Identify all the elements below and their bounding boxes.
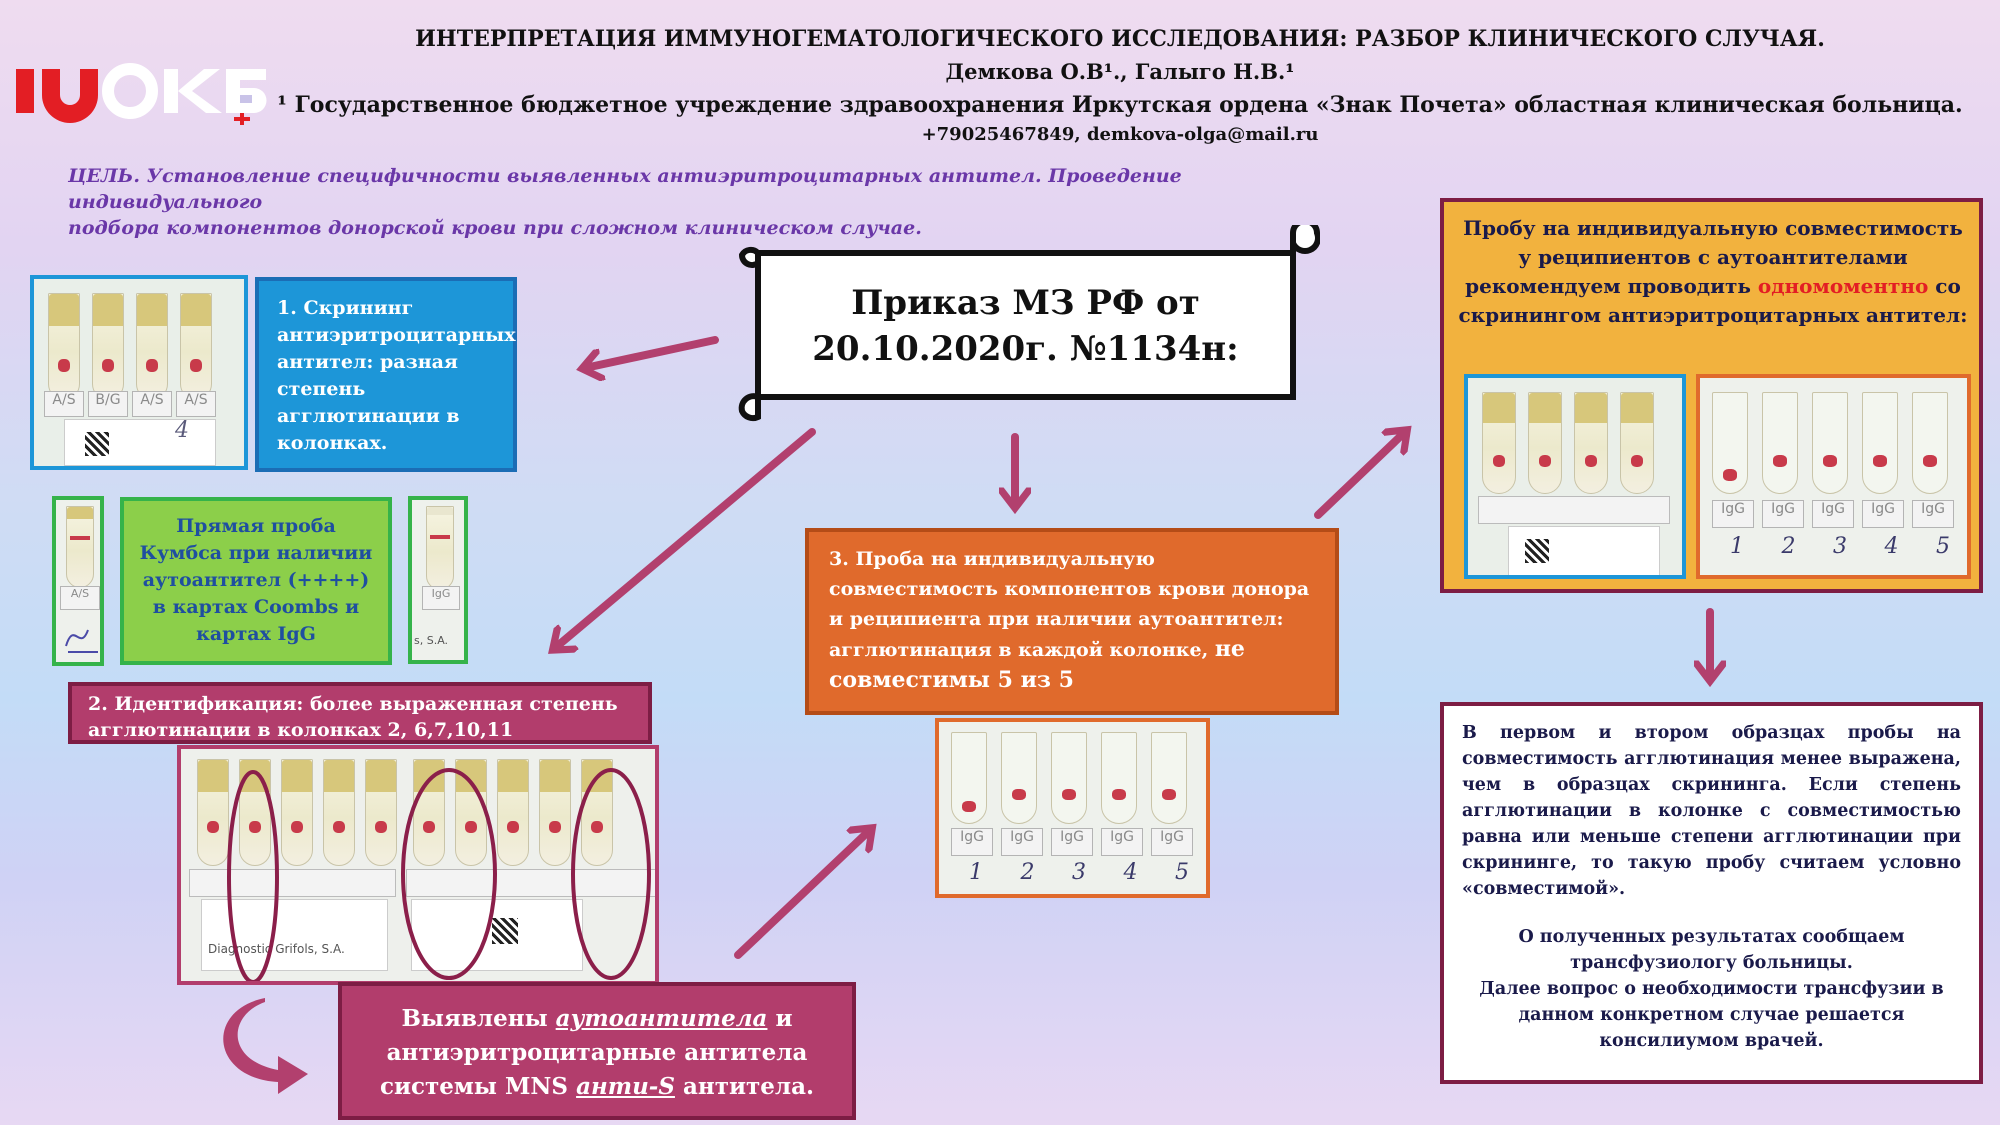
goal-label: ЦЕЛЬ.	[68, 165, 140, 187]
identification-text: 2. Идентификация: более выраженная степе…	[88, 693, 618, 741]
identification-sticker-right	[411, 899, 583, 971]
compat-igg-5: IgG	[1151, 828, 1193, 856]
barcode-icon	[1525, 539, 1549, 563]
compatibility-box: 3. Проба на индивидуальную совместимость…	[805, 528, 1339, 715]
detected-part-1: Выявлены	[401, 1005, 556, 1032]
poster-contact: +79025467849, demkova-olga@mail.ru	[921, 124, 1319, 145]
identification-box: 2. Идентификация: более выраженная степе…	[68, 682, 652, 744]
recommend-card-labels	[1478, 496, 1670, 524]
recommend-text: Пробу на индивидуальную совместимость у …	[1463, 216, 1963, 298]
recommend-igg-4: IgG	[1862, 500, 1904, 528]
arrow-to-identification-icon	[555, 428, 816, 648]
coombs-brand: s, S.A.	[414, 634, 449, 647]
detected-anti-s: анти-S	[576, 1073, 675, 1100]
detected-part-2: и антиэритроцитарные антитела системы MN…	[379, 1005, 808, 1100]
recommend-photo-screening	[1464, 374, 1686, 579]
screening-sample-number: 4	[175, 418, 189, 443]
arrow-to-recommend-icon	[1314, 432, 1405, 519]
detected-part-3: антитела.	[674, 1073, 815, 1100]
screening-label-4: A/S	[176, 391, 216, 417]
identification-photo: Diagnostic Grifols, S.A.	[177, 745, 659, 985]
coombs-text: Прямая проба Кумбса при наличии аутоанти…	[139, 515, 373, 645]
screening-card-sticker: 4	[64, 418, 216, 466]
order-line-1: Приказ МЗ РФ от	[851, 283, 1200, 323]
coombs-box: Прямая проба Кумбса при наличии аутоанти…	[120, 497, 392, 665]
recommend-igg-3: IgG	[1812, 500, 1854, 528]
identification-brand: Diagnostic Grifols, S.A.	[208, 942, 345, 956]
barcode-icon	[85, 432, 109, 456]
screening-text: 1. Скрининг антиэритроцитарных антител: …	[277, 297, 516, 454]
compat-igg-1: IgG	[951, 828, 993, 856]
recommend-igg-1: IgG	[1712, 500, 1754, 528]
coombs-label: A/S	[60, 586, 100, 610]
coombs-photo-right: IgG s, S.A.	[408, 496, 468, 664]
coombs-igg-label: IgG	[422, 586, 460, 610]
conclusion-paragraph-2: О полученных результатах сообщаем трансф…	[1518, 927, 1905, 973]
conclusion-paragraph-1: В первом и втором образцах пробы на совм…	[1462, 723, 1961, 899]
detected-autoantibodies: аутоантитела	[555, 1005, 768, 1032]
handwriting-mark-icon	[65, 629, 98, 653]
recommend-card-sticker	[1508, 526, 1660, 575]
hospital-logo	[12, 55, 282, 130]
curved-arrow-icon	[223, 998, 308, 1094]
recommend-igg-5: IgG	[1912, 500, 1954, 528]
scroll-shape-icon	[738, 225, 1320, 422]
compat-igg-4: IgG	[1101, 828, 1143, 856]
hospital-logo-icon	[16, 63, 267, 125]
identification-card-labels-right	[406, 869, 655, 897]
screening-label-1: A/S	[44, 391, 84, 417]
barcode-icon	[492, 918, 518, 944]
goal-text: ЦЕЛЬ. Установление специфичности выявлен…	[68, 163, 1238, 241]
order-scroll: Приказ МЗ РФ от 20.10.2020г. №1134н:	[738, 225, 1320, 425]
recommend-emphasis: одномоментно	[1757, 274, 1929, 298]
screening-photo: A/S B/G A/S A/S 4	[30, 275, 248, 470]
goal-line-2: подбора компонентов донорской крови при …	[68, 217, 922, 239]
conclusion-paragraph-3: Далее вопрос о необходимости трансфузии …	[1479, 979, 1944, 1051]
poster-title: ИНТЕРПРЕТАЦИЯ ИММУНОГЕМАТОЛОГИЧЕСКОГО ИС…	[415, 26, 1825, 52]
screening-label-3: A/S	[132, 391, 172, 417]
compatibility-emphasis: не совместимы 5 из 5	[829, 636, 1245, 693]
conclusion-panel: В первом и втором образцах пробы на совм…	[1440, 702, 1983, 1084]
poster-institution: ¹ Государственное бюджетное учреждение з…	[277, 92, 1963, 118]
compat-igg-2: IgG	[1001, 828, 1043, 856]
screening-label-2: B/G	[88, 391, 128, 417]
recommend-panel: Пробу на индивидуальную совместимость у …	[1440, 198, 1983, 593]
highlight-ellipses-icon	[227, 768, 651, 981]
recommend-text-end: со скринингом антиэритроцитарных антител…	[1458, 274, 1968, 327]
identification-card-labels-left	[189, 869, 396, 897]
goal-line-1: Установление специфичности выявленных ан…	[68, 165, 1182, 213]
poster-authors: Демкова О.В¹., Галыго Н.В.¹	[945, 59, 1295, 84]
screening-box: 1. Скрининг антиэритроцитарных антител: …	[255, 277, 517, 472]
order-line-2: 20.10.2020г. №1134н:	[812, 329, 1239, 369]
arrow-from-identification-icon	[734, 830, 870, 959]
compatibility-text: 3. Проба на индивидуальную совместимость…	[829, 548, 1310, 661]
coombs-photo-left: A/S	[52, 496, 104, 666]
compat-igg-3: IgG	[1051, 828, 1093, 856]
detected-box: Выявлены аутоантитела и антиэритроцитарн…	[338, 982, 856, 1120]
arrow-to-screening-icon	[585, 336, 719, 368]
recommend-igg-2: IgG	[1762, 500, 1804, 528]
